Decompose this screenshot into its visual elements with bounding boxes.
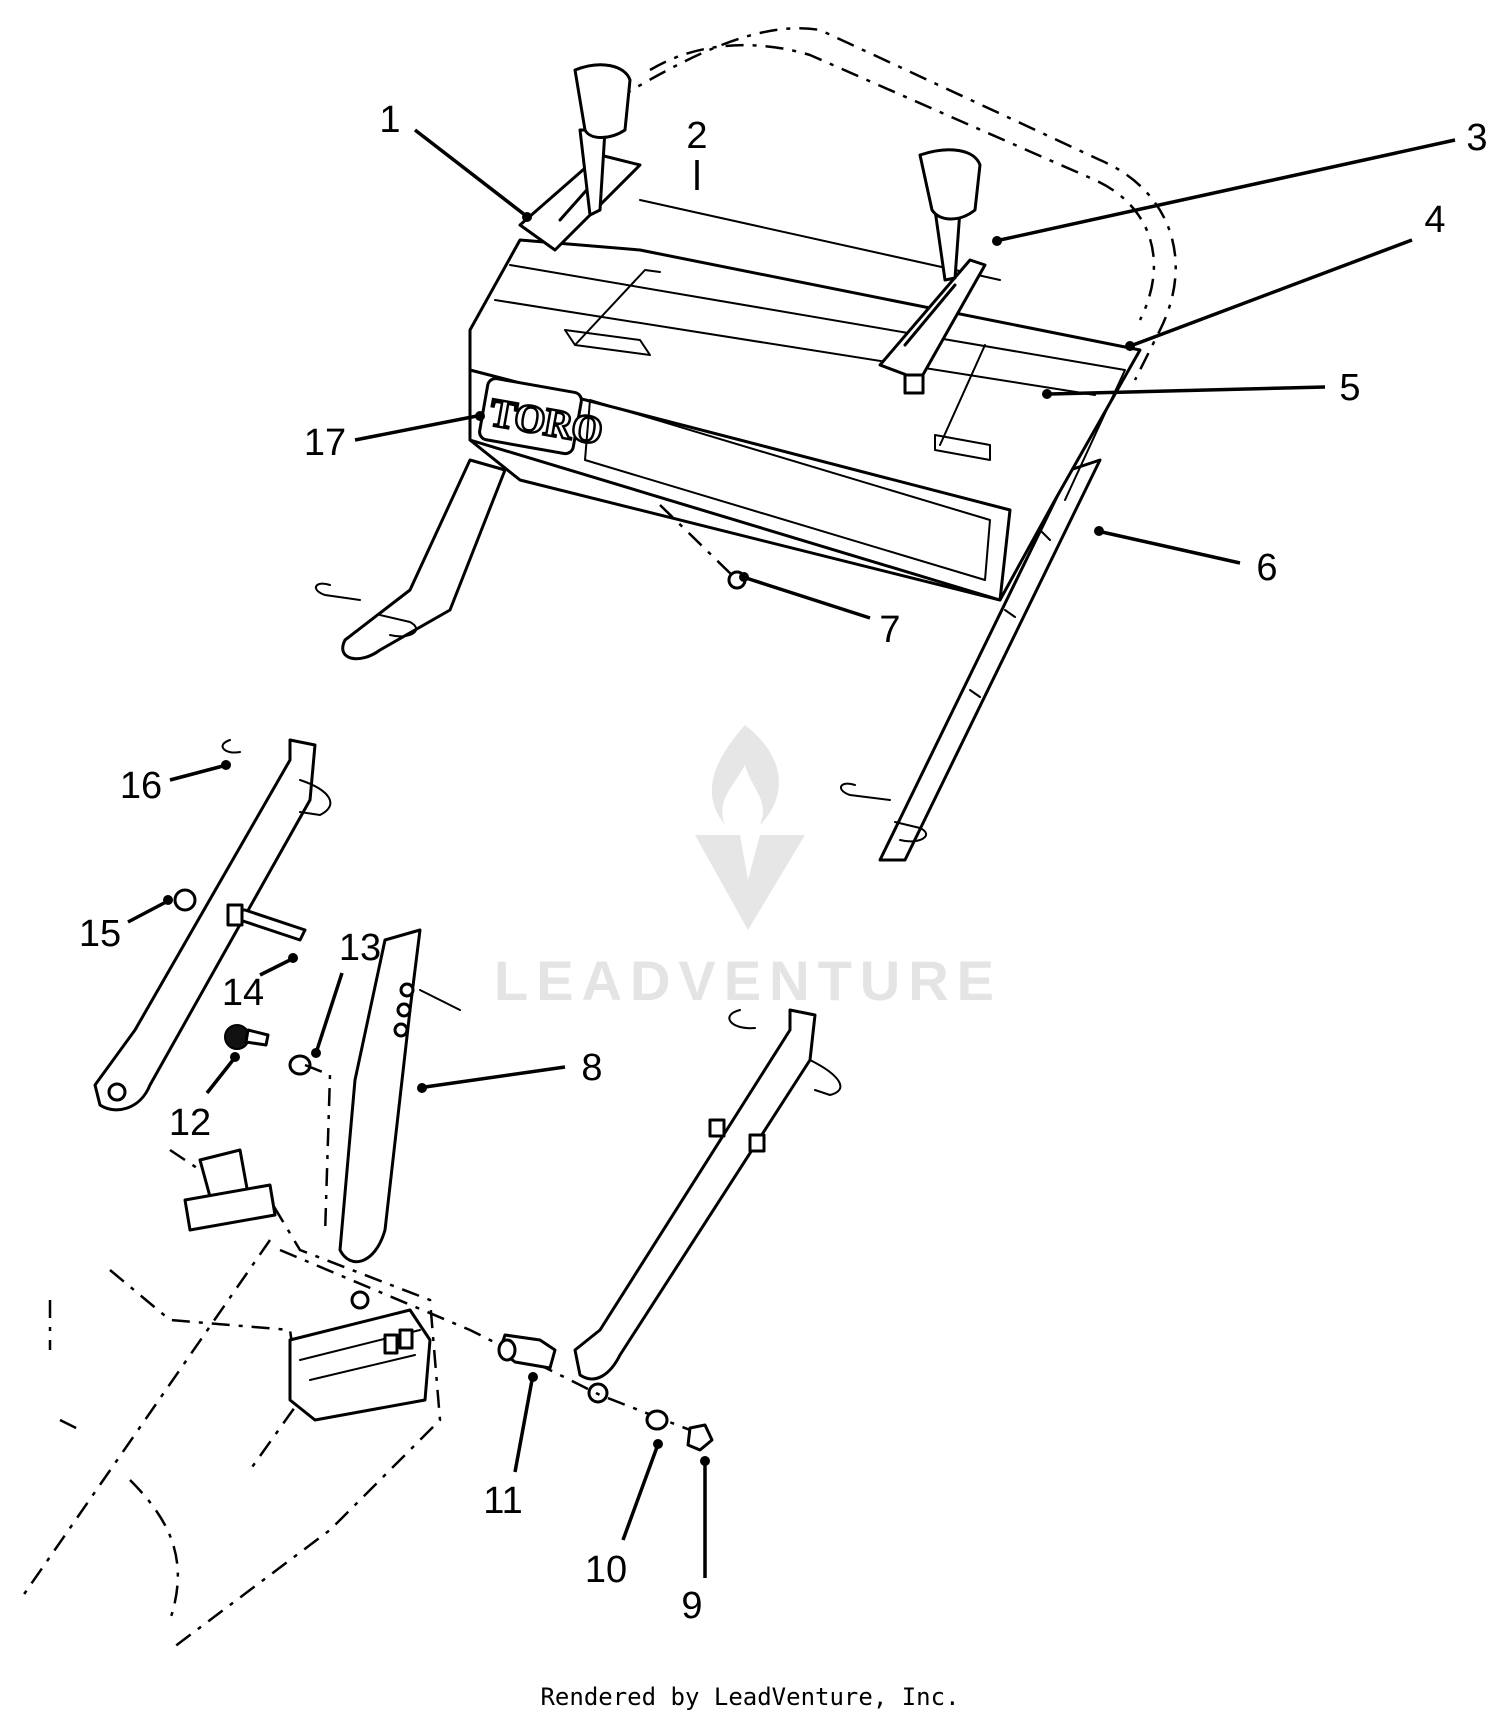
left-panel-slot	[564, 269, 661, 356]
svg-text:13: 13	[339, 927, 381, 969]
chevron-logo-icon	[695, 835, 805, 930]
control-panel-label-window	[584, 399, 991, 581]
callout-10: 10	[585, 1439, 663, 1591]
svg-text:1: 1	[379, 99, 400, 141]
callouts: 1 2 3 4 5 6	[79, 99, 1488, 1627]
axle-centerline	[18, 1239, 272, 1601]
handle-nut	[173, 888, 197, 912]
render-credit: Rendered by LeadVenture, Inc.	[540, 1683, 960, 1711]
svg-text:4: 4	[1424, 199, 1445, 241]
right-handle-clip	[840, 782, 928, 843]
callout-12: 12	[169, 1052, 240, 1144]
left-handle-clip	[315, 582, 418, 638]
svg-text:8: 8	[581, 1047, 602, 1089]
left-control-lever	[518, 63, 642, 252]
lower-handle-assembly	[18, 738, 842, 1651]
svg-text:12: 12	[169, 1102, 211, 1144]
callout-7: 7	[739, 572, 901, 651]
lock-nut	[686, 1423, 714, 1452]
left-lever-knob	[573, 63, 632, 139]
svg-text:5: 5	[1339, 367, 1360, 409]
svg-text:2: 2	[686, 115, 707, 157]
callout-3: 3	[992, 117, 1488, 246]
callout-15: 15	[79, 895, 173, 955]
callout-11: 11	[483, 1372, 538, 1522]
callout-16: 16	[120, 760, 231, 807]
callout-9: 9	[681, 1456, 710, 1627]
right-lower-handle	[573, 1008, 817, 1381]
left-lower-handle	[93, 738, 317, 1112]
callout-8: 8	[417, 1047, 603, 1093]
svg-text:7: 7	[879, 609, 900, 651]
callout-17: 17	[304, 411, 485, 464]
height-adjust-plate	[288, 1308, 432, 1422]
callout-5: 5	[1042, 367, 1361, 409]
callout-14: 14	[222, 953, 298, 1014]
callout-13: 13	[311, 927, 381, 1058]
callout-1: 1	[379, 99, 532, 222]
left-upper-handle-tube	[341, 458, 507, 661]
watermark-text: LEADVENTURE	[494, 949, 1002, 1012]
svg-text:6: 6	[1256, 547, 1277, 589]
callout-2: 2	[686, 115, 708, 190]
right-upper-handle-tube	[878, 458, 1102, 862]
svg-text:10: 10	[585, 1549, 627, 1591]
callout-4: 4	[1125, 199, 1446, 351]
svg-text:9: 9	[681, 1585, 702, 1627]
flame-icon	[711, 725, 779, 825]
watermark: LEADVENTURE	[494, 725, 1002, 1012]
washer-upper	[288, 1054, 312, 1076]
right-lever-knob	[918, 148, 982, 221]
washer-lower	[645, 1409, 669, 1431]
svg-text:16: 16	[120, 765, 162, 807]
right-control-lever	[878, 148, 987, 395]
callout-6: 6	[1094, 526, 1278, 589]
handle-bracket	[338, 928, 422, 1264]
left-handle-clip-lower	[221, 739, 332, 816]
svg-text:15: 15	[79, 913, 121, 955]
right-handle-clip-lower	[728, 1009, 842, 1096]
upper-handle-loop	[614, 27, 1177, 381]
svg-text:17: 17	[304, 422, 346, 464]
svg-text:3: 3	[1466, 117, 1487, 159]
right-panel-slot	[934, 344, 991, 461]
svg-text:14: 14	[222, 972, 264, 1014]
svg-text:11: 11	[483, 1480, 522, 1522]
